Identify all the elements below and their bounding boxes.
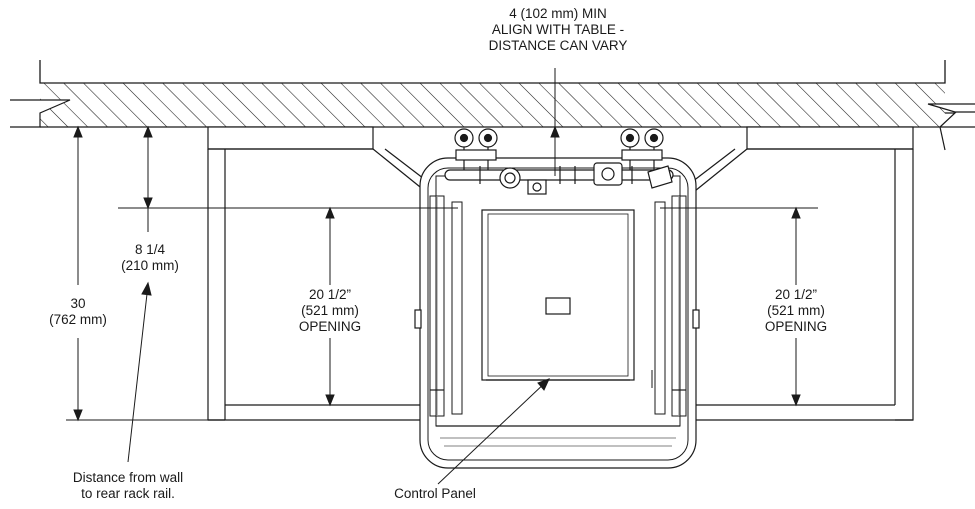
top-note-label: 4 (102 mm) MIN ALIGN WITH TABLE - DISTAN… <box>468 6 648 54</box>
height-dimension-line2: (762 mm) <box>49 312 107 327</box>
left-opening-label: 20 1/2” (521 mm) OPENING <box>280 287 380 335</box>
height-dimension-label: 30 (762 mm) <box>28 296 128 328</box>
rail-dimension-line2: (210 mm) <box>121 258 179 273</box>
right-opening-line1: 20 1/2” <box>774 287 818 302</box>
panel-callout-line1: Control Panel <box>394 486 476 501</box>
rail-dimension-label: 8 1/4 (210 mm) <box>100 242 200 274</box>
right-opening-line2: (521 mm) <box>767 303 825 318</box>
top-note-line3: DISTANCE CAN VARY <box>488 38 628 53</box>
rail-dimension-line1: 8 1/4 <box>134 242 166 257</box>
wall-callout-leader <box>127 281 152 463</box>
height-dimension-line1: 30 <box>70 296 86 311</box>
right-table <box>687 126 914 421</box>
wall-callout-line1: Distance from wall <box>72 470 184 485</box>
control-panel <box>481 209 653 388</box>
panel-callout-leader <box>437 378 550 485</box>
wall-section <box>10 60 975 151</box>
rail-dimension <box>143 125 153 232</box>
top-dimension <box>550 68 560 176</box>
top-note-line1: 4 (102 mm) MIN <box>509 6 607 21</box>
left-opening-line1: 20 1/2” <box>308 287 352 302</box>
top-note-line2: ALIGN WITH TABLE - <box>491 22 625 37</box>
right-opening-dimension <box>791 206 801 407</box>
left-opening-line2: (521 mm) <box>301 303 359 318</box>
left-opening-dimension <box>325 206 335 407</box>
left-table <box>207 126 433 421</box>
left-opening-line3: OPENING <box>298 319 362 334</box>
wall-callout-label: Distance from wall to rear rack rail. <box>48 470 208 502</box>
panel-callout-label: Control Panel <box>370 486 500 502</box>
height-dimension <box>66 125 215 422</box>
wall-callout-line2: to rear rack rail. <box>81 486 175 501</box>
right-opening-label: 20 1/2” (521 mm) OPENING <box>746 287 846 335</box>
right-opening-line3: OPENING <box>764 319 828 334</box>
